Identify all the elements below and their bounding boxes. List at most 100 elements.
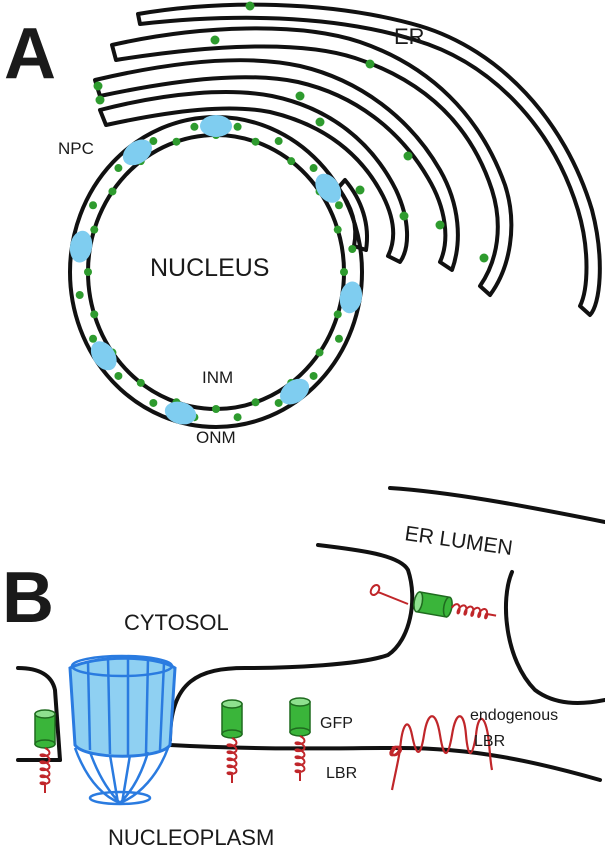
gfp-dot: [315, 348, 324, 357]
npc-spoke: [86, 661, 92, 751]
endogenous-lbr-loops: [390, 715, 494, 791]
gfp-dot: [435, 220, 445, 230]
gfp-dot: [90, 310, 99, 319]
er-sheet-right: [503, 570, 605, 705]
nuclear-pore: [122, 139, 152, 166]
nuclear-pore: [280, 378, 310, 405]
gfp-cylinder-bottom: [34, 739, 56, 749]
gfp-cylinder: [289, 697, 311, 737]
nuclear-pore: [200, 115, 232, 137]
er-sheet-4: [98, 90, 410, 264]
nuclear-pore: [315, 173, 342, 203]
gfp-dot: [340, 268, 348, 276]
gfp-dot: [355, 185, 365, 195]
nuclear-pore: [69, 230, 93, 263]
gfp-cylinder-top: [34, 709, 56, 719]
gfp-dot: [136, 378, 145, 387]
npc-spoke: [106, 657, 112, 755]
gfp-dot: [399, 211, 409, 221]
er-sheet-3: [93, 58, 460, 272]
nuclear-pore-complex: [68, 654, 177, 806]
gfp-dot: [93, 81, 103, 91]
er-top-membrane: [388, 486, 605, 524]
nuclear-pore: [164, 401, 197, 425]
gfp-dots: [75, 1, 489, 422]
gfp-dot: [333, 225, 342, 234]
nuclear-pore: [90, 341, 117, 371]
lbr-helix: [450, 603, 497, 620]
endogenous-label: endogenous: [470, 707, 558, 724]
gfp-dot: [114, 371, 123, 380]
npc-spokes: [70, 654, 174, 806]
gfp-dot: [95, 95, 105, 105]
gfp-dot: [108, 187, 117, 196]
er-sheet-1: [136, 2, 602, 317]
endogenous-lbr-coil: [389, 745, 403, 757]
er-sheet-2: [110, 26, 514, 297]
gfp-dot: [274, 398, 283, 407]
gfp-dot: [403, 151, 413, 161]
panel-b-label: B: [2, 558, 54, 638]
gfp-dot: [212, 405, 220, 413]
gfp-dot: [334, 334, 343, 343]
npc-body: [68, 656, 177, 758]
gfp-dot: [149, 137, 158, 146]
gfp-dot: [333, 310, 342, 319]
er-lumen-label: ER LUMEN: [403, 522, 514, 560]
nucleus-label: NUCLEUS: [150, 254, 269, 282]
gfp-dot: [251, 398, 260, 407]
npc-label: NPC: [58, 139, 94, 158]
gfp-dot: [479, 253, 489, 263]
gfp-dot: [295, 91, 305, 101]
lbr-helix: [226, 737, 238, 783]
gfp-dot: [233, 413, 242, 422]
gfp-dot: [309, 371, 318, 380]
lbr-helix: [369, 584, 409, 605]
er-label: ER: [394, 24, 425, 49]
gfp-lbr-reporters: [34, 584, 497, 793]
cytosol-label: CYTOSOL: [124, 610, 229, 635]
nucleoplasm-label: NUCLEOPLASM: [108, 825, 274, 850]
cytosol-left-membrane: [16, 666, 62, 762]
gfp-dot: [84, 268, 92, 276]
gfp-dot: [172, 137, 181, 146]
npc-spoke: [158, 662, 166, 751]
lbr-helix: [39, 747, 51, 793]
gfp-dot: [210, 35, 220, 45]
gfp-cylinder-bottom: [221, 729, 243, 739]
gfp-dot: [114, 164, 123, 173]
gfp-dot: [90, 225, 99, 234]
gfp-label: GFP: [320, 715, 353, 732]
npc-basket-wire: [88, 751, 150, 804]
gfp-dot: [89, 201, 98, 210]
gfp-dot: [365, 59, 375, 69]
gfp-dot: [190, 122, 199, 131]
gfp-dot: [309, 164, 318, 173]
endogenous-lbr: [389, 715, 494, 791]
gfp-cylinder: [34, 709, 56, 749]
gfp-cylinder: [413, 591, 453, 618]
gfp-dot: [287, 157, 296, 166]
gfp-lbr-reporter: [289, 697, 311, 781]
gfp-dot: [75, 290, 84, 299]
gfp-cylinder-bottom: [289, 727, 311, 737]
inner-membrane-b: [168, 743, 602, 782]
lbr-label: LBR: [326, 765, 357, 782]
gfp-dot: [315, 117, 325, 127]
gfp-dot: [274, 137, 283, 146]
gfp-cylinder-top: [221, 699, 243, 709]
panel-a-label: A: [4, 14, 56, 94]
endogenous-lbr-label: LBR: [474, 733, 505, 750]
gfp-dot: [251, 137, 260, 146]
lbr-helix: [294, 735, 306, 781]
gfp-lbr-reporter: [413, 591, 497, 620]
panel-b: B: [2, 486, 605, 850]
gfp-dot: [334, 201, 343, 210]
gfp-cylinder-top: [413, 591, 424, 613]
gfp-cylinder-bottom: [442, 596, 453, 618]
er-sheet-left: [168, 543, 415, 742]
gfp-dot: [149, 398, 158, 407]
gfp-dot: [245, 1, 255, 11]
panel-a: A ER NPC NUCLEUS INM ONM: [4, 1, 602, 447]
